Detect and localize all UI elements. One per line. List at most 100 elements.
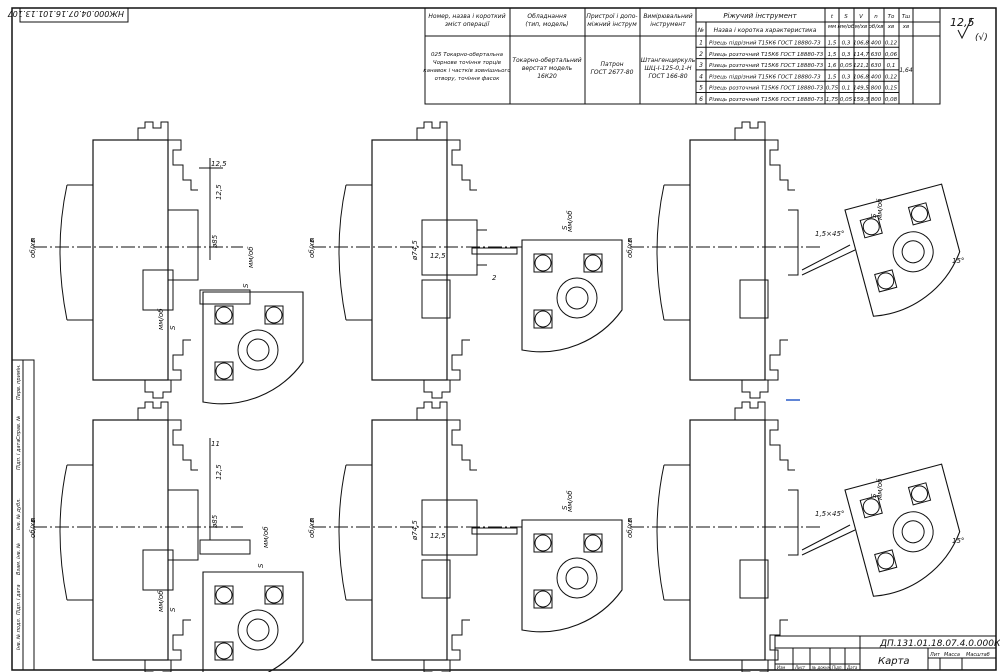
rot-unit: об/хв (308, 519, 316, 538)
table-row-t: 1,5 (828, 41, 837, 47)
table-row-n: 630 (871, 52, 882, 58)
table-row-v: 106,8 (853, 41, 869, 47)
table-measuring-text: ГОСТ 166-80 (648, 73, 687, 80)
rot-label: n (626, 238, 634, 242)
table-row-s: 0,05 (840, 97, 853, 103)
table-row-v: 149,5 (853, 86, 869, 92)
table-row-to: 0,15 (885, 86, 898, 92)
table-fixture-text: ГОСТ 2677-80 (591, 69, 634, 76)
rot-unit: об/хв (626, 239, 634, 258)
feed-unit: мм/об (262, 526, 270, 548)
feed-unit: мм/об (876, 478, 884, 500)
feed-unit-2: мм/об (157, 590, 165, 612)
dim-side: 12,5 (215, 184, 223, 200)
roughness-symbol: 12,5 (√) (950, 16, 988, 43)
table-row-no: 3 (699, 62, 703, 69)
table-row-n: 800 (871, 86, 882, 92)
title-block-bottom-label: Изм (777, 665, 785, 670)
rot-label: n (308, 518, 316, 522)
table-row-no: 4 (699, 73, 703, 80)
view-6: 1,5×45° 15° об/хв n мм/об S (626, 401, 972, 672)
table-header-col1: Номер, назва і короткий (428, 13, 505, 20)
left-strip-label: Взам. інв. № (16, 543, 22, 575)
feed-label: S (561, 225, 569, 230)
rot-unit: об/хв (29, 239, 37, 258)
dim-depth: 2 (492, 274, 497, 282)
table-equipment-text: верстат модель (522, 65, 573, 72)
table-row-s: 0,1 (842, 86, 851, 92)
table-header-no: № (697, 27, 704, 34)
table-row-t: 1,5 (828, 52, 837, 58)
dim-chamfer: 1,5×45° (815, 510, 844, 518)
left-strip-label: Справ. № (16, 416, 22, 440)
table-row-n: 800 (871, 97, 882, 103)
feed-unit: мм/об (566, 490, 574, 512)
dim-diameter: ø85 (211, 514, 219, 529)
title-col-scale: Масштаб (966, 652, 990, 658)
table-row-to: 0,1 (887, 63, 896, 69)
table-row-t: 0,75 (826, 86, 839, 92)
title-block-name: Карта (878, 656, 910, 667)
dim-angle: 15° (952, 537, 964, 545)
table-row-t: 1,6 (828, 63, 837, 69)
table-row-no: 2 (699, 51, 703, 58)
table-header-param: мм/об (838, 24, 856, 30)
rot-label: n (29, 238, 37, 242)
table-row-to: 0,08 (885, 97, 898, 103)
table-row-v: 114,7 (853, 52, 869, 58)
drawing-number-text: НЖ000.04.07.16.101.13.107 (7, 9, 124, 18)
rot-unit: об/хв (626, 519, 634, 538)
dim-chamfer: 1,5×45° (815, 230, 844, 238)
drawing-number-stamp: НЖ000.04.07.16.101.13.107 (7, 7, 129, 23)
rot-unit: об/хв (29, 519, 37, 538)
rot-label: n (626, 518, 634, 522)
table-header-tool-name: Назва і коротка характеристика (714, 27, 817, 34)
dim-length: 12,5 (430, 252, 446, 260)
table-fixture-text: Патрон (600, 61, 623, 68)
table-row-to: 0,12 (885, 41, 898, 47)
title-block-bottom-label: Лист (794, 665, 806, 670)
table-row-n: 400 (871, 41, 882, 47)
feed-label-2: S (169, 325, 177, 330)
table-header-col2: Обладнання (527, 13, 567, 20)
left-strip-label: Перв. примін. (16, 364, 22, 400)
table-row-t: 1,5 (828, 74, 837, 80)
table-header-param: мм (828, 24, 836, 30)
feed-label: S (561, 505, 569, 510)
table-tsh-value: 1,64 (899, 67, 913, 74)
table-measuring-text: ШЦ-І-125-0,1-Н (644, 65, 691, 72)
table-row-tool: Різець розточний Т15К6 ГОСТ 18880-73 (709, 52, 824, 58)
table-header-param: V (859, 14, 864, 20)
table-row-no: 1 (699, 40, 703, 47)
title-block-code: ДП.131.01.18.07.4.0.000КН (879, 639, 1000, 649)
left-strip-label: Інв. № подл. (16, 618, 22, 650)
feed-unit: мм/об (876, 198, 884, 220)
table-row-s: 0,3 (842, 74, 851, 80)
table-row-v: 106,8 (853, 74, 869, 80)
table-header-param: хв (887, 24, 895, 30)
dim-top: 11 (211, 440, 220, 448)
roughness-paren: (√) (975, 32, 988, 43)
table-header-cutting-tool: Ріжучий інструмент (723, 12, 797, 20)
sheet-frame (11, 7, 997, 671)
table-header-col4: Вимірювальний (643, 13, 692, 20)
title-block-bottom-label: № докум. (811, 665, 832, 670)
dim-diameter: ø74,5 (411, 520, 419, 541)
table-header-col2: (тип, модель) (525, 21, 568, 28)
roughness-value: 12,5 (950, 16, 975, 29)
feed-label: S (242, 283, 250, 288)
table-header-param: Tо (888, 14, 895, 20)
table-row-tool: Різець розточний Т15К6 ГОСТ 18880-73 (709, 63, 824, 69)
table-row-tool: Різець підрізний Т15К6 ГОСТ 18880-73 (709, 41, 821, 47)
table-header-col3: Пристрої і допо- (586, 13, 637, 20)
title-block-bottom-label: Підп. (832, 665, 843, 670)
table-header-col3: міжний інструм (587, 21, 637, 28)
table-header-col4: інструмент (650, 21, 686, 28)
feed-label: S (870, 493, 878, 498)
table-header-param: n (874, 14, 878, 20)
table-operation-text: 025 Токарно-обертальна (431, 52, 504, 58)
table-operation-text: отвору, точіння фасок (435, 76, 500, 82)
feed-unit-2: мм/об (157, 308, 165, 330)
